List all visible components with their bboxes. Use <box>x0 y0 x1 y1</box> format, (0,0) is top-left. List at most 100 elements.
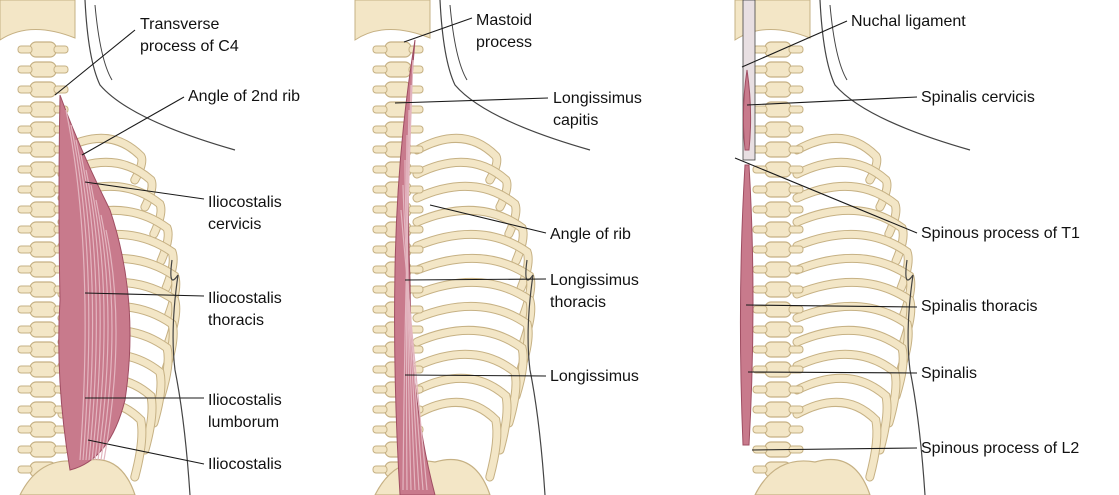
vertebra <box>373 226 387 233</box>
vertebra <box>765 222 791 237</box>
vertebra <box>18 386 32 393</box>
label-spinous-process-of-t1: Spinous process of T1 <box>921 223 1080 245</box>
vertebra <box>765 182 791 197</box>
rib-cage <box>417 138 531 477</box>
vertebra <box>409 166 423 173</box>
vertebra <box>18 346 32 353</box>
vertebra <box>373 426 387 433</box>
vertebra <box>30 202 56 217</box>
vertebra <box>30 82 56 97</box>
vertebra <box>373 306 387 313</box>
body-outline <box>450 5 467 80</box>
vertebra <box>765 202 791 217</box>
panel-iliocostalis <box>0 0 235 495</box>
vertebra <box>789 406 803 413</box>
vertebra <box>765 262 791 277</box>
vertebra <box>373 46 387 53</box>
vertebra <box>18 286 32 293</box>
label-spinalis: Spinalis <box>921 363 977 385</box>
vertebra <box>789 86 803 93</box>
vertebra <box>765 62 791 77</box>
vertebra <box>765 362 791 377</box>
vertebra <box>373 446 387 453</box>
vertebra <box>373 246 387 253</box>
vertebra <box>789 246 803 253</box>
vertebra <box>409 206 423 213</box>
vertebra <box>753 346 767 353</box>
label-iliocostalis: Iliocostalis <box>208 454 282 476</box>
vertebra <box>765 302 791 317</box>
vertebra <box>30 382 56 397</box>
skull-base <box>0 0 75 40</box>
vertebra <box>54 446 68 453</box>
label-transverse-process-of-c4: Transverseprocess of C4 <box>140 14 239 58</box>
leader-line <box>55 30 135 95</box>
vertebra <box>765 142 791 157</box>
vertebra <box>789 66 803 73</box>
label-angle-of-2nd-rib: Angle of 2nd rib <box>188 86 300 108</box>
vertebra <box>18 126 32 133</box>
rib-cage <box>797 138 911 477</box>
vertebra <box>30 282 56 297</box>
vertebra <box>373 286 387 293</box>
vertebra <box>753 426 767 433</box>
vertebra <box>373 66 387 73</box>
vertebra <box>789 166 803 173</box>
vertebra <box>30 142 56 157</box>
vertebra <box>30 62 56 77</box>
vertebra <box>30 322 56 337</box>
vertebra <box>409 46 423 53</box>
vertebra <box>765 162 791 177</box>
vertebra <box>18 206 32 213</box>
vertebra <box>765 282 791 297</box>
vertebra <box>373 386 387 393</box>
vertebra <box>789 346 803 353</box>
vertebra <box>373 406 387 413</box>
vertebra <box>18 466 32 473</box>
vertebra <box>18 446 32 453</box>
vertebra <box>753 206 767 213</box>
vertebra <box>789 146 803 153</box>
vertebra <box>789 306 803 313</box>
vertebra <box>30 162 56 177</box>
label-iliocostalis-lumborum: Iliocostalislumborum <box>208 390 282 434</box>
vertebra <box>789 186 803 193</box>
vertebra <box>765 122 791 137</box>
vertebra <box>373 466 387 473</box>
vertebra <box>18 226 32 233</box>
vertebra <box>409 306 423 313</box>
vertebra <box>765 322 791 337</box>
vertebra <box>54 66 68 73</box>
label-angle-of-rib: Angle of rib <box>550 224 631 246</box>
vertebra <box>409 286 423 293</box>
vertebra <box>30 182 56 197</box>
vertebra <box>373 86 387 93</box>
vertebra <box>789 226 803 233</box>
vertebra <box>18 66 32 73</box>
vertebra <box>409 266 423 273</box>
vertebra <box>18 326 32 333</box>
vertebra <box>789 326 803 333</box>
vertebra <box>18 406 32 413</box>
vertebra <box>373 146 387 153</box>
vertebra <box>373 106 387 113</box>
vertebra <box>385 42 411 57</box>
body-outline <box>830 5 847 80</box>
vertebra <box>30 102 56 117</box>
vertebra <box>753 186 767 193</box>
vertebra <box>18 86 32 93</box>
vertebra <box>373 166 387 173</box>
vertebra <box>409 226 423 233</box>
vertebra <box>765 402 791 417</box>
vertebra <box>765 342 791 357</box>
leader-line <box>747 97 917 105</box>
vertebra <box>18 266 32 273</box>
vertebra <box>373 346 387 353</box>
vertebra <box>30 262 56 277</box>
vertebra <box>753 326 767 333</box>
